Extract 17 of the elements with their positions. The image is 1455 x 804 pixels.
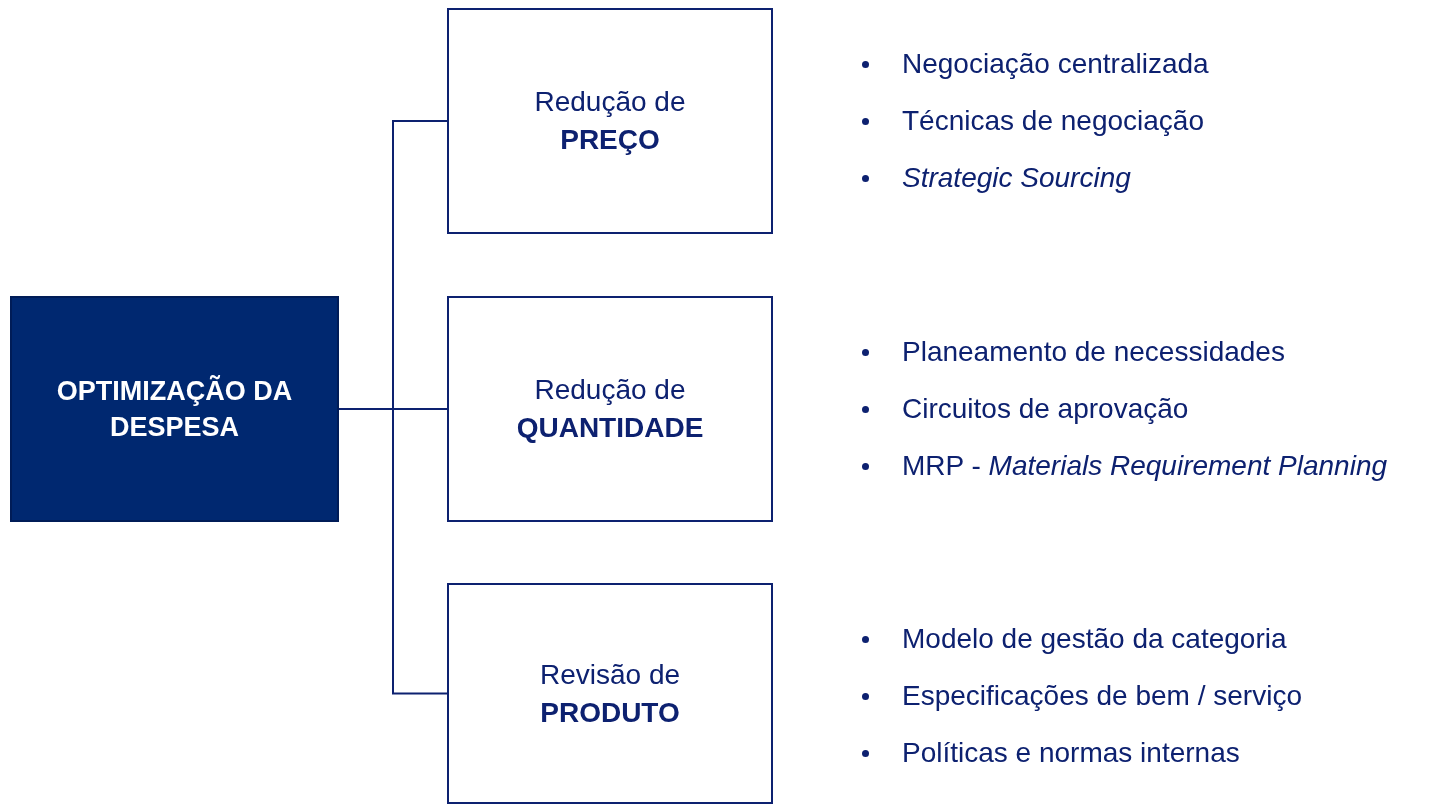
bullet-text: Planeamento de necessidades: [902, 336, 1285, 368]
box-label: OPTIMIZAÇÃO DA DESPESA: [55, 374, 294, 444]
box-label: Redução de PREÇO: [533, 85, 687, 157]
bullet-text: Políticas e normas internas: [902, 737, 1240, 769]
bullet-text: Strategic Sourcing: [902, 162, 1131, 194]
bullet-text: Modelo de gestão da categoria: [902, 623, 1287, 655]
category-box: [447, 296, 773, 522]
box-label: Redução de QUANTIDADE: [515, 373, 705, 445]
bullet-text: Circuitos de aprovação: [902, 393, 1189, 425]
bullet-text: Técnicas de negociação: [902, 105, 1204, 137]
bullet-text: MRP - Materials Requirement Planning: [902, 450, 1388, 482]
category-box: [447, 583, 773, 804]
main-box: [10, 296, 339, 522]
category-box: [447, 8, 773, 234]
bullet-text: Especificações de bem / serviço: [902, 680, 1302, 712]
box-label: Revisão de PRODUTO: [538, 657, 682, 730]
bullet-text: Negociação centralizada: [902, 48, 1209, 80]
